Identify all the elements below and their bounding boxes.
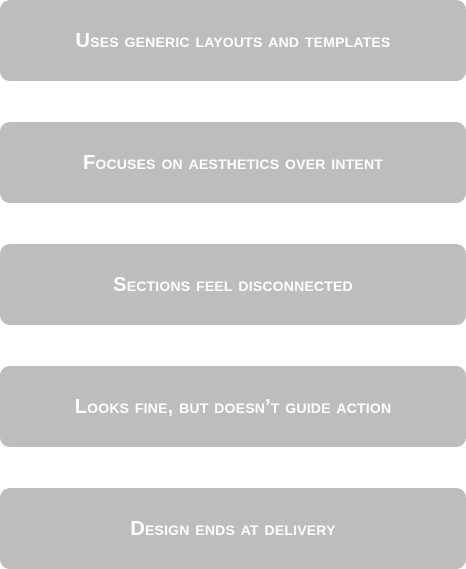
card-design-ends-at-delivery: Design ends at delivery	[0, 488, 466, 569]
card-label: Uses generic layouts and templates	[75, 29, 391, 52]
card-label: Design ends at delivery	[130, 517, 336, 540]
card-label: Sections feel disconnected	[113, 273, 353, 296]
card-label: Focuses on aesthetics over intent	[82, 151, 384, 174]
card-sections-disconnected: Sections feel disconnected	[0, 244, 466, 325]
card-aesthetics-over-intent: Focuses on aesthetics over intent	[0, 122, 466, 203]
card-generic-layouts: Uses generic layouts and templates	[0, 0, 466, 81]
card-doesnt-guide-action: Looks fine, but doesn’t guide action	[0, 366, 466, 447]
card-label: Looks fine, but doesn’t guide action	[74, 395, 392, 418]
